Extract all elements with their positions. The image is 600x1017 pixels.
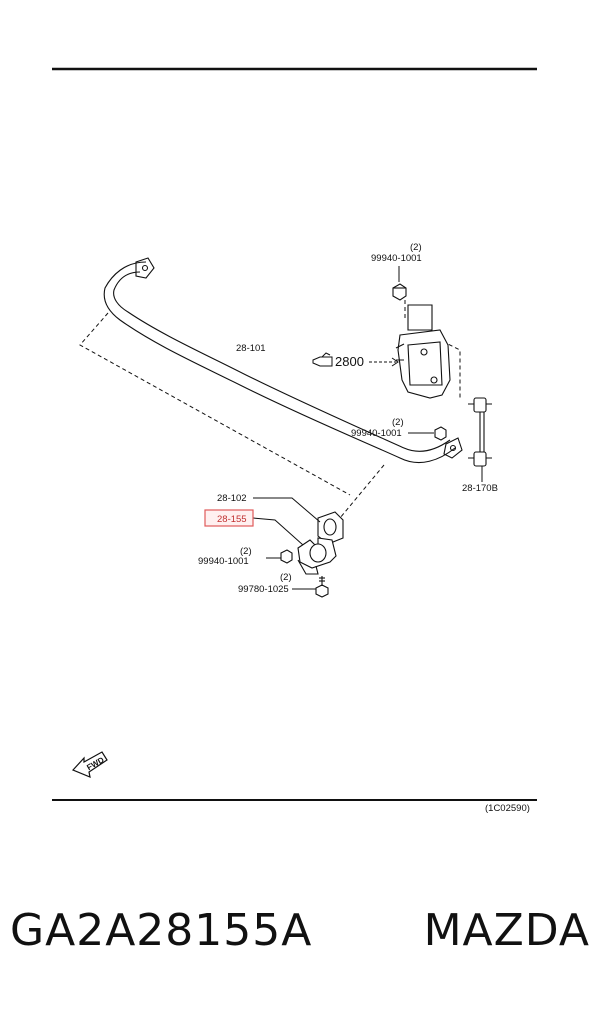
bushing-icon [317, 511, 344, 545]
label-nut-mid-qty: (2) [392, 417, 404, 428]
stabilizer-bar [103, 257, 463, 463]
part-number: GA2A28155A [10, 905, 313, 956]
label-link: 28-170B [462, 483, 498, 494]
reference-hand-icon [312, 352, 333, 367]
label-nut-top: 99940-1001 [371, 253, 422, 264]
nut-mid-icon [434, 426, 447, 441]
label-ref-2800: 2800 [335, 354, 364, 369]
bracket-icon [297, 537, 337, 575]
nut-low-icon [280, 549, 293, 564]
label-bolt-qty: (2) [280, 572, 292, 583]
brand-name: MAZDA [423, 905, 590, 956]
footer: GA2A28155A MAZDA [10, 905, 590, 956]
label-bar: 28-101 [236, 343, 266, 354]
stabilizer-link-icon [468, 397, 492, 467]
bolt-icon [315, 576, 329, 598]
label-nut-low: 99940-1001 [198, 556, 249, 567]
label-bracket: 28-155 [217, 514, 247, 525]
nut-top-icon [392, 283, 407, 301]
highlight-box [204, 509, 254, 527]
label-bushing: 28-102 [217, 493, 247, 504]
label-bolt: 99780-1025 [238, 584, 289, 595]
label-nut-top-qty: (2) [410, 242, 422, 253]
strut-assembly [395, 304, 451, 399]
fwd-arrow-icon [71, 751, 108, 778]
diagram-id: (1C02590) [485, 803, 530, 814]
label-nut-mid: 99940-1001 [351, 428, 402, 439]
label-nut-low-qty: (2) [240, 546, 252, 557]
